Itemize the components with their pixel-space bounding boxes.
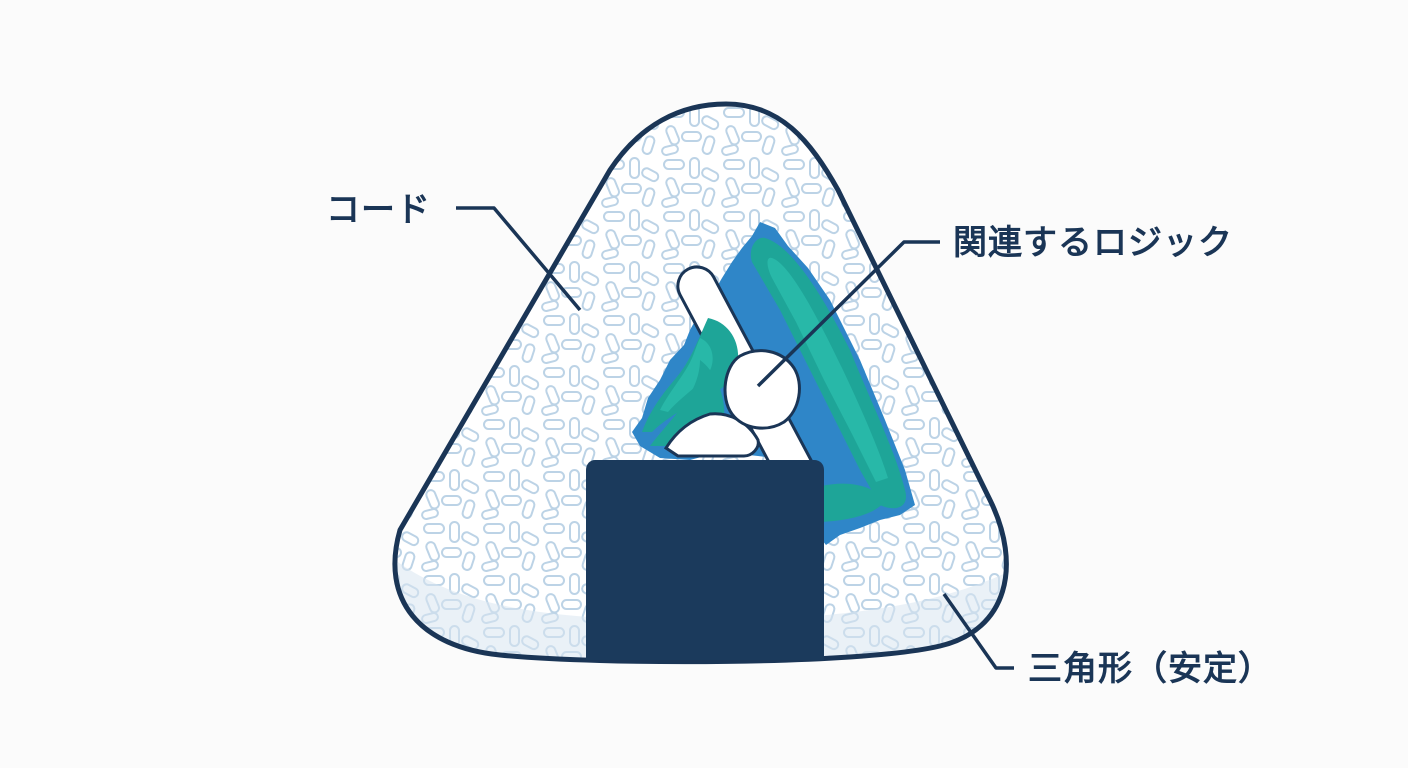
onigiri-outline <box>392 101 1009 665</box>
nori-seaweed <box>586 460 824 660</box>
label-triangle-stable: 三角形（安定） <box>1028 649 1273 689</box>
leader-line-code <box>456 206 582 312</box>
leader-line-logic <box>756 240 940 388</box>
leader-line-triangle <box>942 592 1014 670</box>
label-related-logic: 関連するロジック <box>953 223 1233 263</box>
label-code: コード <box>326 190 431 230</box>
filling <box>632 222 915 545</box>
